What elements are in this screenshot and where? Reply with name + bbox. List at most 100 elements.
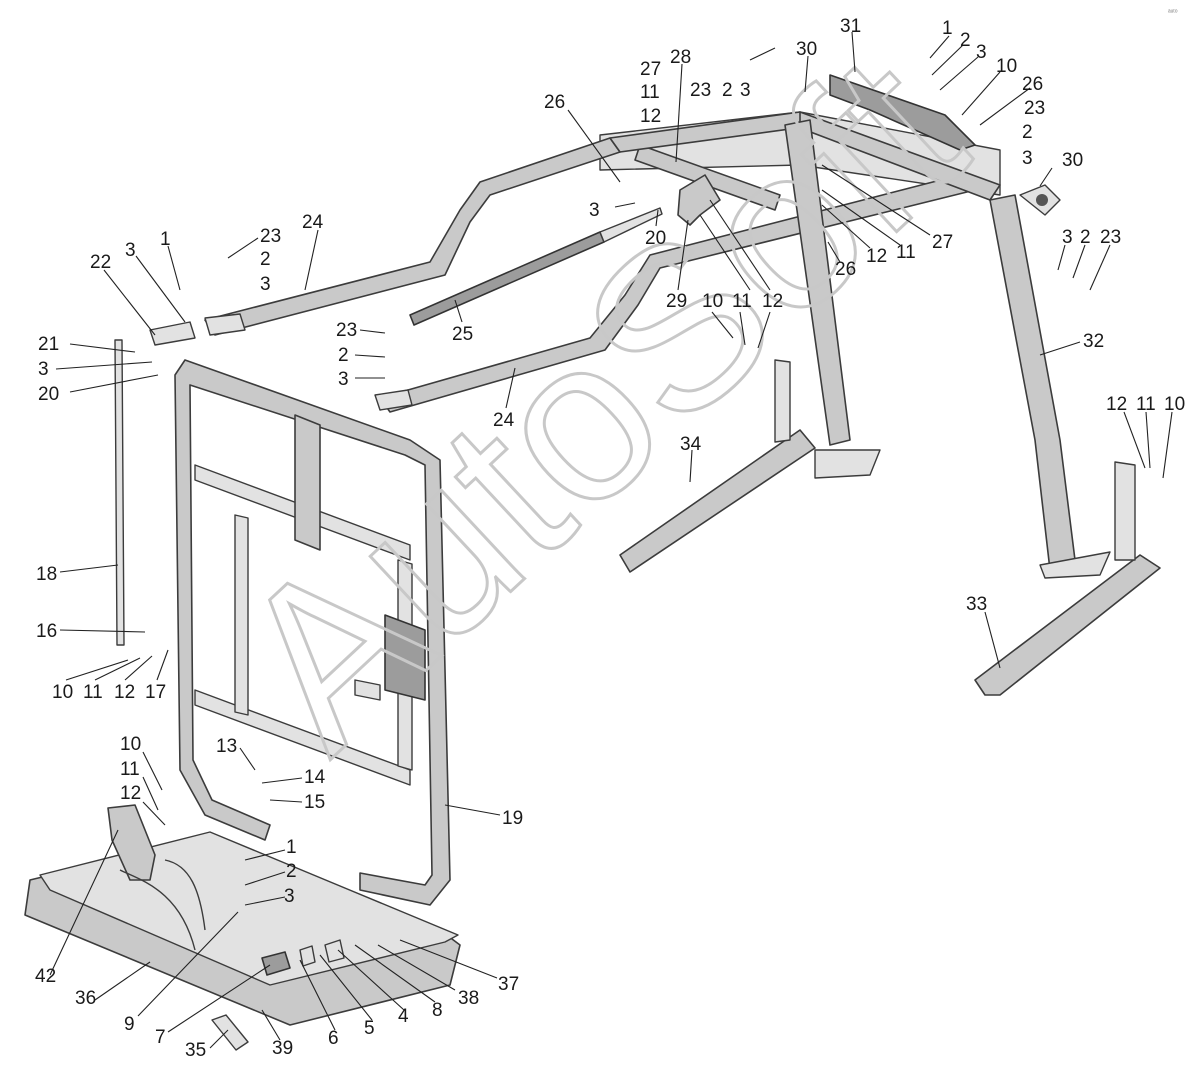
leader-15 <box>269 799 303 803</box>
leader-17 <box>156 649 169 681</box>
lock-washer-b <box>324 939 345 963</box>
callout-3: 3 <box>284 886 295 907</box>
leader-11c <box>739 311 746 346</box>
callout-3: 3 <box>976 42 987 63</box>
leader-23b <box>749 47 776 61</box>
leader-37 <box>399 939 498 979</box>
callout-3: 3 <box>1062 227 1073 248</box>
leader-2g <box>244 871 286 886</box>
leader-21 <box>69 343 136 353</box>
callout-19: 19 <box>502 808 523 829</box>
callout-2: 2 <box>1080 227 1091 248</box>
callout-31: 31 <box>840 16 861 37</box>
callout-34: 34 <box>680 434 702 455</box>
callout-24: 24 <box>493 410 515 431</box>
leader-23d <box>227 237 259 259</box>
leader-6 <box>299 959 336 1031</box>
callout-33: 33 <box>966 594 987 615</box>
center-clamp <box>294 414 321 551</box>
callout-3: 3 <box>740 80 751 101</box>
main-frame-19 <box>174 359 451 906</box>
callout-37: 37 <box>498 974 519 995</box>
leader-34 <box>689 449 693 483</box>
callout-26: 26 <box>1022 74 1043 95</box>
leader-11b <box>821 189 901 246</box>
leader-lines <box>49 31 1173 1049</box>
callout-3: 3 <box>125 240 136 261</box>
leader-11f <box>142 776 159 811</box>
callout-10: 10 <box>702 291 723 312</box>
leader-36 <box>94 961 151 1001</box>
leader-12c-upper <box>709 199 771 291</box>
handle-35 <box>211 1014 249 1051</box>
callout-labels: 1 2 3 10 26 23 2 3 31 30 28 27 11 12 23 … <box>35 16 1185 1061</box>
callout-10: 10 <box>120 734 141 755</box>
callout-11: 11 <box>83 682 103 703</box>
callout-9: 9 <box>124 1014 135 1035</box>
leader-10c <box>1162 411 1173 479</box>
callout-1: 1 <box>286 837 297 858</box>
leader-32 <box>1039 341 1081 356</box>
callout-27: 27 <box>640 59 661 80</box>
callout-27: 27 <box>932 232 953 253</box>
callout-26: 26 <box>835 259 856 280</box>
pedal-arc <box>119 869 196 951</box>
callout-32: 32 <box>1083 331 1104 352</box>
leader-25 <box>454 299 463 323</box>
callout-35: 35 <box>185 1040 206 1061</box>
post-32 <box>989 194 1076 571</box>
leader-14 <box>261 777 303 784</box>
leader-23c <box>1089 244 1111 291</box>
callout-2: 2 <box>960 30 971 51</box>
pedal-bracket-42 <box>107 804 156 881</box>
leader-11e <box>94 657 141 681</box>
callout-20: 20 <box>645 228 666 249</box>
tube-28 <box>634 144 781 211</box>
callout-18: 18 <box>36 564 57 585</box>
callout-36: 36 <box>75 988 96 1009</box>
post-rear-center <box>784 119 851 446</box>
leader-12e <box>124 655 153 681</box>
callout-21: 21 <box>38 334 59 355</box>
lock-cylinder <box>261 951 291 976</box>
vertical-strip-left <box>234 514 249 716</box>
rod-18 <box>114 339 125 646</box>
leader-30b <box>1039 167 1053 187</box>
leader-9 <box>137 911 239 1017</box>
callout-38: 38 <box>458 988 479 1009</box>
skid-33 <box>974 554 1161 696</box>
callout-14: 14 <box>304 767 326 788</box>
callout-4: 4 <box>398 1006 409 1027</box>
skid-34-upright <box>774 359 791 443</box>
leader-20a <box>655 209 659 227</box>
callout-22: 22 <box>90 252 111 273</box>
callout-10: 10 <box>52 682 73 703</box>
callout-2: 2 <box>286 861 297 882</box>
leader-3j <box>244 896 286 906</box>
callout-1: 1 <box>160 229 171 250</box>
leader-3 <box>939 56 979 91</box>
leader-1b <box>167 245 181 291</box>
callout-23: 23 <box>1024 98 1045 119</box>
leader-28 <box>675 63 683 163</box>
callout-2: 2 <box>338 345 349 366</box>
callout-42: 42 <box>35 966 56 987</box>
leader-12d <box>1123 411 1146 469</box>
callout-2: 2 <box>722 80 733 101</box>
callout-3: 3 <box>38 359 49 380</box>
callout-30: 30 <box>796 39 817 60</box>
leader-3e <box>1057 244 1066 271</box>
leader-23e <box>359 329 386 334</box>
leader-38 <box>377 944 456 991</box>
leader-39 <box>261 1009 281 1041</box>
pedal-arc-2 <box>164 859 206 931</box>
hinge-block <box>384 614 426 701</box>
skid-33-upright <box>1114 461 1136 561</box>
callout-3: 3 <box>260 274 271 295</box>
leader-29 <box>677 219 689 291</box>
callout-30: 30 <box>1062 150 1083 171</box>
leader-30a <box>804 55 809 93</box>
callout-13: 13 <box>216 736 237 757</box>
leader-24b <box>505 367 516 409</box>
